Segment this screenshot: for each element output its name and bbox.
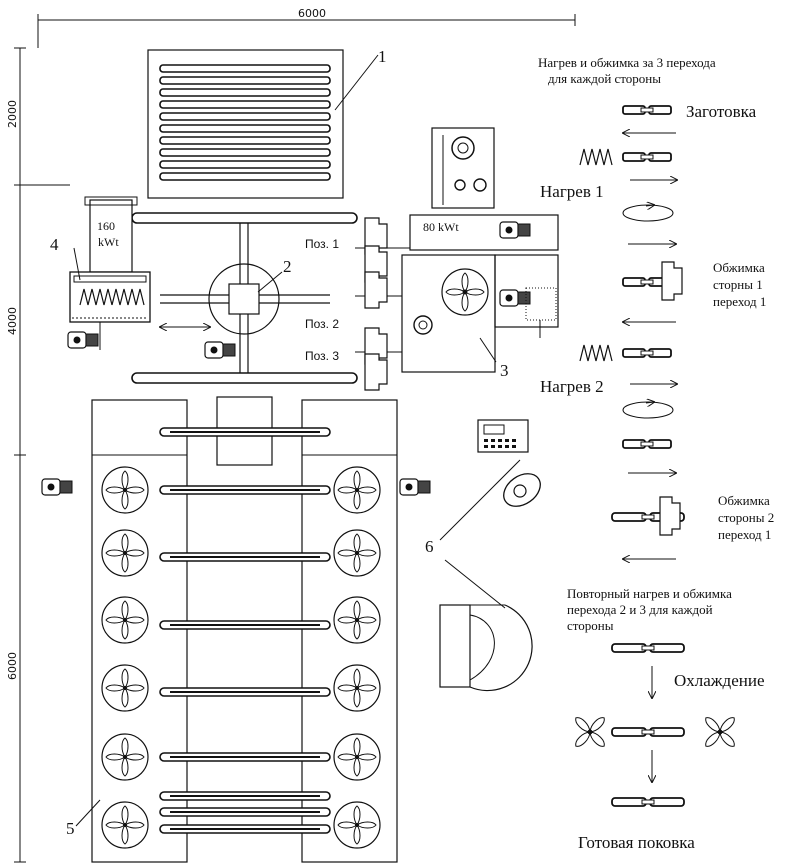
callout-4: 4 <box>50 235 59 254</box>
rack-bar <box>159 124 331 133</box>
rack-bar <box>159 172 331 181</box>
rack-bar <box>159 148 331 157</box>
dimension-left-upper-label: 2000 <box>6 100 19 128</box>
control-station <box>439 419 541 692</box>
rack-bar <box>159 88 331 97</box>
conveyor-rod <box>159 687 331 697</box>
conveyor-rod <box>159 620 331 630</box>
callout-3: 3 <box>500 361 509 380</box>
heater-small-power-line2: kWt <box>98 235 119 249</box>
cooling-fan-icon <box>333 733 381 781</box>
cooling-fan-icon <box>333 466 381 514</box>
cooling-fan-icon <box>333 529 381 577</box>
heater-small-power-line1: 160 <box>97 219 115 233</box>
process-crimp1-line2: сторны 1 <box>713 277 763 292</box>
position-2-label: Поз. 2 <box>305 317 339 331</box>
callout-2: 2 <box>283 257 292 276</box>
dimension-left-lower-label: 6000 <box>6 652 19 680</box>
conveyor-rods <box>159 427 331 834</box>
callout-6: 6 <box>425 537 434 556</box>
process-repeat-line2: перехода 2 и 3 для каждой <box>567 602 713 617</box>
process-repeat-line1: Повторный нагрев и обжимка <box>567 586 732 601</box>
callout-1: 1 <box>378 47 387 66</box>
process-flow-graphics <box>572 105 738 807</box>
cooling-fan-icon <box>333 664 381 712</box>
process-finished-label: Готовая поковка <box>578 833 695 852</box>
conveyor-rod <box>159 485 331 495</box>
cooling-fan-icon <box>101 801 149 849</box>
process-crimp1-line1: Обжимка <box>713 260 765 275</box>
cooling-fan-icon <box>101 733 149 781</box>
rack-bar <box>159 64 331 73</box>
conveyor-rod <box>159 427 331 437</box>
loading-rack <box>147 49 344 199</box>
conveyor-fans <box>101 466 381 849</box>
process-heat2-label: Нагрев 2 <box>540 377 604 396</box>
conveyor-rod <box>159 824 331 834</box>
cooling-fan-icon <box>101 664 149 712</box>
conveyor-rod <box>159 791 331 801</box>
rack-bar <box>159 100 331 109</box>
process-repeat-line3: стороны <box>567 618 614 633</box>
process-cooling-label: Охлаждение <box>674 671 765 690</box>
process-crimp2-line3: переход 1 <box>718 527 771 542</box>
process-heat1-label: Нагрев 1 <box>540 182 604 201</box>
process-blank-label: Заготовка <box>686 102 757 121</box>
process-header-line2: для каждой стороны <box>548 71 661 86</box>
process-crimp2-line2: стороны 2 <box>718 510 774 525</box>
dimension-left-middle-label: 4000 <box>6 307 19 335</box>
cooling-fan-icon <box>333 801 381 849</box>
process-header-line1: Нагрев и обжимка за 3 перехода <box>538 55 716 70</box>
position-3-label: Поз. 3 <box>305 349 339 363</box>
dimension-lines <box>14 14 576 863</box>
heater-large-power-label: 80 kWt <box>423 220 459 234</box>
process-crimp1-line3: переход 1 <box>713 294 766 309</box>
conveyor-rod <box>159 752 331 762</box>
position-1-label: Поз. 1 <box>305 237 339 251</box>
callout-5: 5 <box>66 819 75 838</box>
rack-bar <box>159 136 331 145</box>
rack-bar <box>159 76 331 85</box>
rack-bar <box>159 112 331 121</box>
dimension-top-label: 6000 <box>298 7 326 20</box>
conveyor-rod <box>159 552 331 562</box>
rack-bar <box>159 160 331 169</box>
process-crimp2-line1: Обжимка <box>718 493 770 508</box>
cooling-fan-icon <box>101 466 149 514</box>
heater-160kwt <box>67 196 151 350</box>
callout-leaders <box>73 54 379 827</box>
heater-80kwt-unit <box>355 127 559 391</box>
conveyor-rod <box>159 807 331 817</box>
cooling-fan-icon <box>333 596 381 644</box>
cooling-fan-icon <box>101 529 149 577</box>
cooling-fan-icon <box>101 596 149 644</box>
